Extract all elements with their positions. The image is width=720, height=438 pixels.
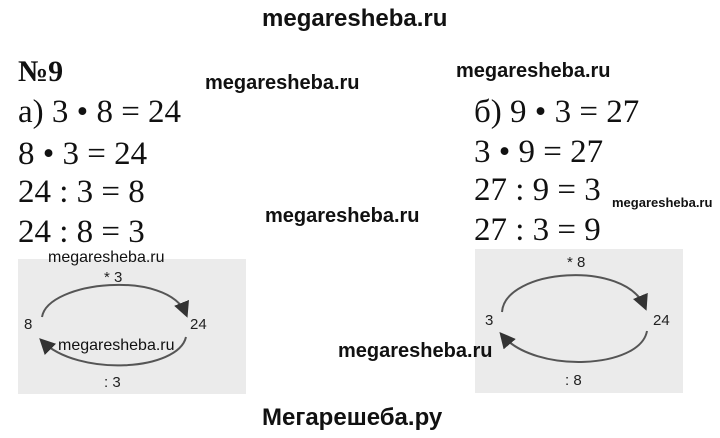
backward-arrow — [39, 336, 187, 367]
task-number: №9 — [18, 55, 64, 88]
top-operation: * 3 — [104, 269, 122, 286]
equation: 3 • 9 = 27 — [474, 134, 604, 170]
footer-watermark: Мегарешеба.ру — [262, 404, 443, 431]
watermark: megaresheba.ru — [612, 195, 713, 210]
forward-arrow — [41, 283, 189, 318]
watermark: megaresheba.ru — [265, 205, 420, 227]
equation: 8 • 3 = 24 — [18, 136, 148, 172]
diagram-part-a: * 3 8 24 : 3 — [18, 259, 246, 394]
equation: 27 : 9 = 3 — [474, 172, 601, 208]
equation: 27 : 3 = 9 — [474, 212, 601, 248]
watermark: megaresheba.ru — [456, 60, 611, 82]
left-value: 8 — [24, 316, 32, 333]
diagram-part-b: * 8 3 24 : 8 — [475, 249, 683, 393]
right-value: 24 — [190, 316, 207, 333]
bottom-operation: : 8 — [565, 372, 582, 389]
right-value: 24 — [653, 312, 670, 329]
equation: а) 3 • 8 = 24 — [18, 94, 182, 130]
backward-arrow — [499, 330, 648, 363]
top-operation: * 8 — [567, 254, 585, 271]
watermark: megaresheba.ru — [58, 337, 175, 354]
equation: б) 9 • 3 = 27 — [474, 94, 640, 130]
forward-arrow — [501, 274, 648, 313]
watermark: megaresheba.ru — [205, 72, 360, 94]
watermark: megaresheba.ru — [48, 249, 165, 266]
equation: 24 : 8 = 3 — [18, 214, 145, 250]
watermark-top: megaresheba.ru — [262, 5, 448, 32]
watermark: megaresheba.ru — [338, 340, 493, 362]
bottom-operation: : 3 — [104, 374, 121, 391]
left-value: 3 — [485, 312, 493, 329]
equation: 24 : 3 = 8 — [18, 174, 145, 210]
